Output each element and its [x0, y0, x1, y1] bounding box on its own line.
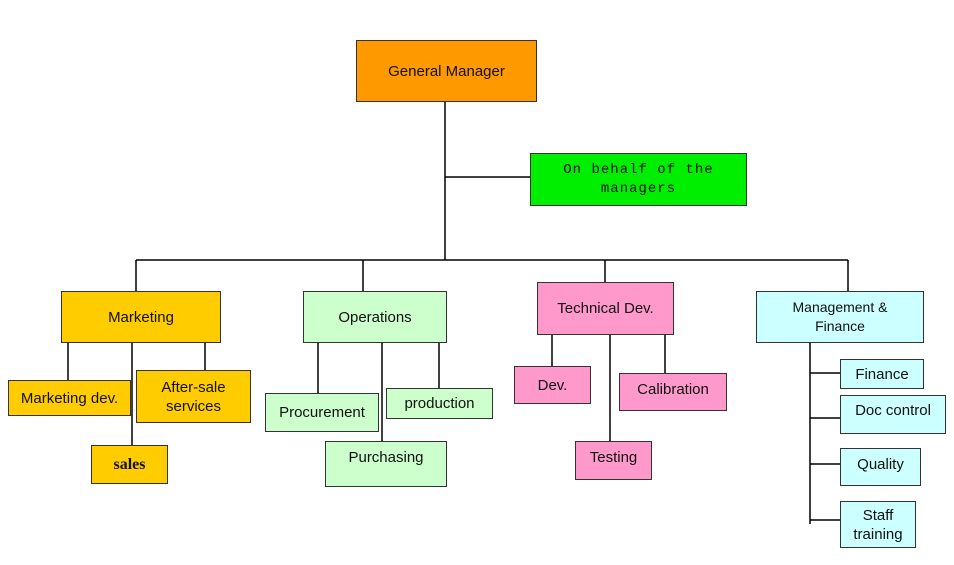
node-technical-dev: Technical Dev.	[537, 282, 674, 335]
node-operations: Operations	[303, 291, 447, 343]
node-management-finance: Management & Finance	[756, 291, 924, 343]
node-marketing: Marketing	[61, 291, 221, 343]
node-staff-training: Staff training	[840, 501, 916, 548]
node-production: production	[386, 388, 493, 419]
node-marketing-dev: Marketing dev.	[8, 380, 131, 416]
node-procurement: Procurement	[265, 393, 379, 432]
node-testing: Testing	[575, 441, 652, 480]
node-quality: Quality	[840, 448, 921, 486]
node-after-sale-services: After-sale services	[136, 370, 251, 423]
node-general-manager: General Manager	[356, 40, 537, 102]
node-doc-control: Doc control	[840, 395, 946, 434]
node-on-behalf: On behalf of the managers	[530, 153, 747, 206]
node-sales: sales	[91, 445, 168, 484]
node-dev: Dev.	[514, 366, 591, 404]
node-purchasing: Purchasing	[325, 441, 447, 487]
node-finance: Finance	[840, 359, 924, 389]
node-calibration: Calibration	[619, 373, 727, 411]
